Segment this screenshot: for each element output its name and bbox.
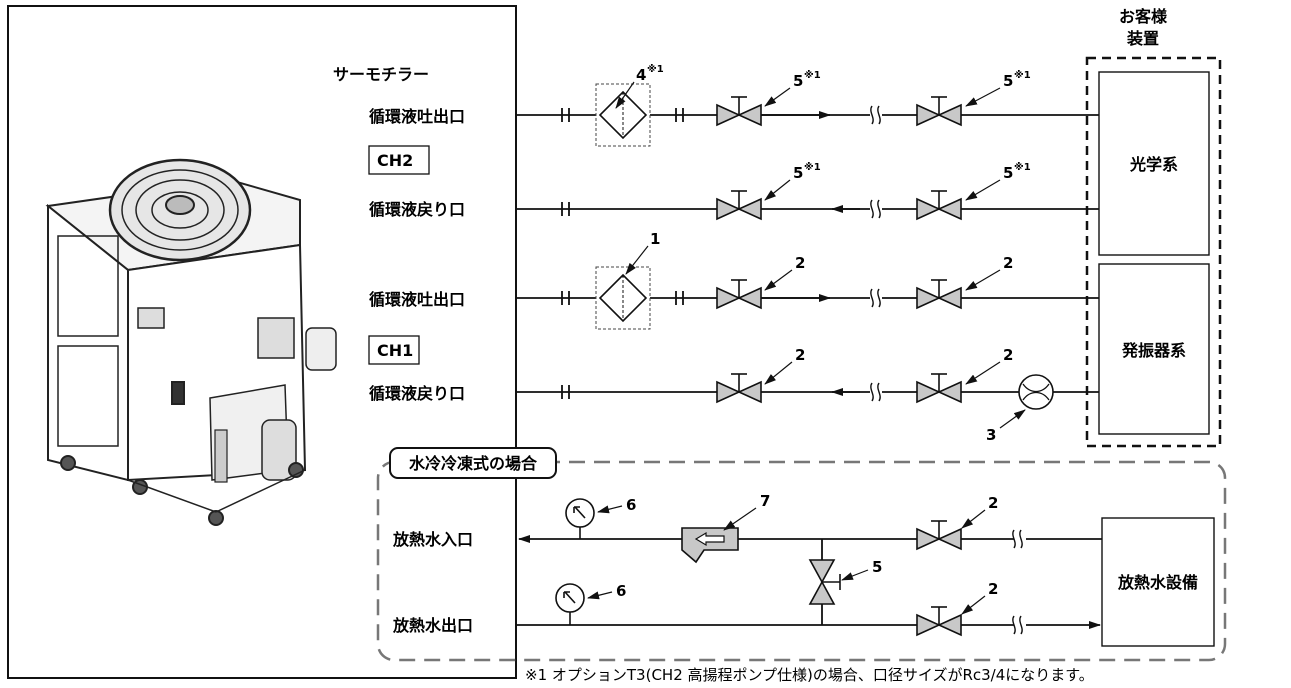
callout-sup-4: ※1 xyxy=(804,161,821,173)
ch2-return-label: 循環液戻り口 xyxy=(369,200,465,219)
callout-valve-ch1-ret-2: 2 xyxy=(1003,346,1013,364)
bypass-line xyxy=(808,539,841,625)
footnote: ※1 オプションT3(CH2 高揚程ポンプ仕様)の場合、口径サイズがRc3/4に… xyxy=(525,666,1094,684)
callout-bypass-valve: 5 xyxy=(872,558,882,576)
callout-flow-meter: 3 xyxy=(986,426,996,444)
ch1-return-line xyxy=(516,373,1099,410)
radiator-inlet-line xyxy=(518,498,1102,564)
ch1-return-label: 循環液戻り口 xyxy=(369,384,465,403)
callout-sup-3: ※1 xyxy=(1014,69,1031,81)
gauge-inlet-icon xyxy=(565,498,595,528)
gauge-outlet-icon xyxy=(555,583,585,613)
oscillator-system-box xyxy=(1098,263,1210,435)
ch2-label: CH2 xyxy=(377,151,413,170)
callout-water-valve-out: 2 xyxy=(988,580,998,598)
oscillator-system-label: 発振器系 xyxy=(1121,341,1186,360)
customer-header-2: 装置 xyxy=(1126,29,1159,48)
callout-filter-ch1: 1 xyxy=(650,230,660,248)
water-cooled-title-box xyxy=(389,447,557,479)
valve-ch2-outlet-1 xyxy=(716,96,762,126)
callout-sup-2: ※1 xyxy=(804,69,821,81)
callout-valve-ch2-ret-1: 5 xyxy=(793,164,803,182)
callout-sup-5: ※1 xyxy=(1014,161,1031,173)
callout-leaders xyxy=(587,81,1026,615)
callout-strainer: 7 xyxy=(760,492,770,510)
chiller-title: サーモチラー xyxy=(333,65,429,84)
radiator-facility-label: 放熱水設備 xyxy=(1117,573,1198,592)
valve-ch1-outlet-1 xyxy=(716,279,762,309)
valve-ch2-return-2 xyxy=(916,190,962,220)
optical-system-label: 光学系 xyxy=(1129,155,1178,174)
ch1-outlet-label: 循環液吐出口 xyxy=(369,290,465,309)
chiller-unit-illustration xyxy=(45,158,337,526)
water-cooled-title: 水冷冷凍式の場合 xyxy=(409,454,538,473)
ch2-outlet-label: 循環液吐出口 xyxy=(369,107,465,126)
radiator-outlet-label: 放熱水出口 xyxy=(392,616,473,635)
ch1-badge xyxy=(368,335,420,365)
valve-ch1-outlet-2 xyxy=(916,279,962,309)
valve-ch2-outlet-2 xyxy=(916,96,962,126)
strainer-icon xyxy=(681,527,739,564)
callout-filter-ch2: 4 xyxy=(636,66,646,84)
optical-system-box xyxy=(1098,71,1210,256)
callout-valve-ch2-out-1: 5 xyxy=(793,72,803,90)
callout-valve-ch1-out-1: 2 xyxy=(795,254,805,272)
ch2-badge xyxy=(368,145,430,175)
callout-gauge-inlet: 6 xyxy=(626,496,636,514)
water-cooled-boundary xyxy=(376,460,1227,662)
callout-gauge-outlet: 6 xyxy=(616,582,626,600)
filter-ch1 xyxy=(595,266,651,330)
callout-water-valve-in: 2 xyxy=(988,494,998,512)
callout-valve-ch2-out-2: 5 xyxy=(1003,72,1013,90)
ch1-outlet-line xyxy=(516,266,1099,330)
callout-valve-ch1-out-2: 2 xyxy=(1003,254,1013,272)
customer-equipment-boundary xyxy=(1085,56,1222,448)
radiator-facility-box xyxy=(1101,517,1215,647)
customer-header-1: お客様 xyxy=(1119,7,1168,26)
ch1-label: CH1 xyxy=(377,341,413,360)
ch2-outlet-line xyxy=(516,83,1099,147)
callout-valve-ch1-ret-1: 2 xyxy=(795,346,805,364)
callout-sup-1: ※1 xyxy=(647,63,664,75)
radiator-outlet-line xyxy=(516,583,1101,636)
valve-ch2-return-1 xyxy=(716,190,762,220)
ch2-return-line xyxy=(516,190,1099,220)
radiator-inlet-label: 放熱水入口 xyxy=(392,530,473,549)
valve-radiator-outlet xyxy=(916,606,962,636)
callout-valve-ch2-ret-2: 5 xyxy=(1003,164,1013,182)
valve-ch1-return-2 xyxy=(916,373,962,403)
valve-ch1-return-1 xyxy=(716,373,762,403)
filter-ch2 xyxy=(595,83,651,147)
valve-radiator-inlet xyxy=(916,520,962,550)
